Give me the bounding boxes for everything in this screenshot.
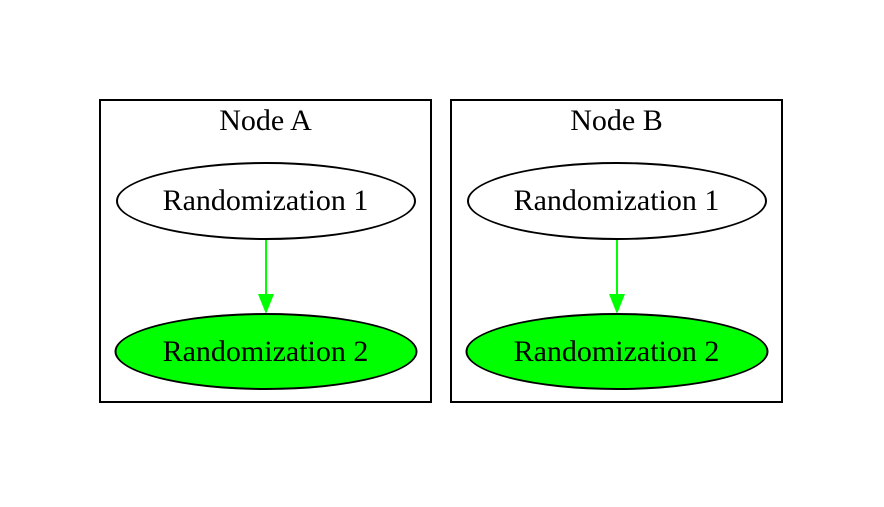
arrowhead-down-icon (257, 294, 274, 314)
cluster-node-a: Node A Randomization 1 Randomization 2 (99, 99, 432, 403)
node-label: Randomization 1 (162, 184, 369, 217)
node-label: Randomization 1 (513, 184, 720, 217)
node-randomization-1: Randomization 1 (115, 162, 416, 240)
cluster-title-node-b: Node B (570, 104, 663, 137)
node-label: Randomization 2 (162, 334, 369, 368)
node-randomization-1: Randomization 1 (466, 162, 767, 240)
node-randomization-2: Randomization 2 (465, 313, 768, 390)
edge-line (264, 240, 267, 296)
node-label: Randomization 2 (513, 334, 720, 368)
arrowhead-down-icon (608, 294, 625, 314)
cluster-title-node-a: Node A (219, 104, 312, 137)
edge-line (615, 240, 618, 296)
cluster-node-b: Node B Randomization 1 Randomization 2 (450, 99, 783, 403)
node-randomization-2: Randomization 2 (114, 313, 417, 390)
